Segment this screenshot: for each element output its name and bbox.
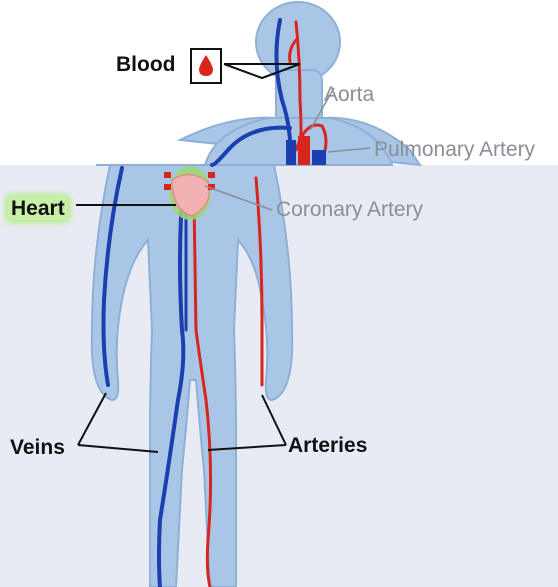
arteries-leader (262, 395, 286, 445)
blood-drop-icon (197, 54, 215, 78)
veins-leader (78, 393, 106, 445)
label-blood: Blood (116, 54, 175, 75)
blood-drop-box (190, 48, 222, 84)
veins-leader-2 (78, 445, 158, 452)
label-heart: Heart (8, 197, 68, 220)
label-aorta: Aorta (324, 84, 374, 105)
label-coronary-artery: Coronary Artery (276, 199, 423, 220)
label-pulmonary-artery: Pulmonary Artery (374, 139, 535, 160)
label-veins: Veins (10, 437, 65, 458)
label-arteries: Arteries (288, 435, 367, 456)
